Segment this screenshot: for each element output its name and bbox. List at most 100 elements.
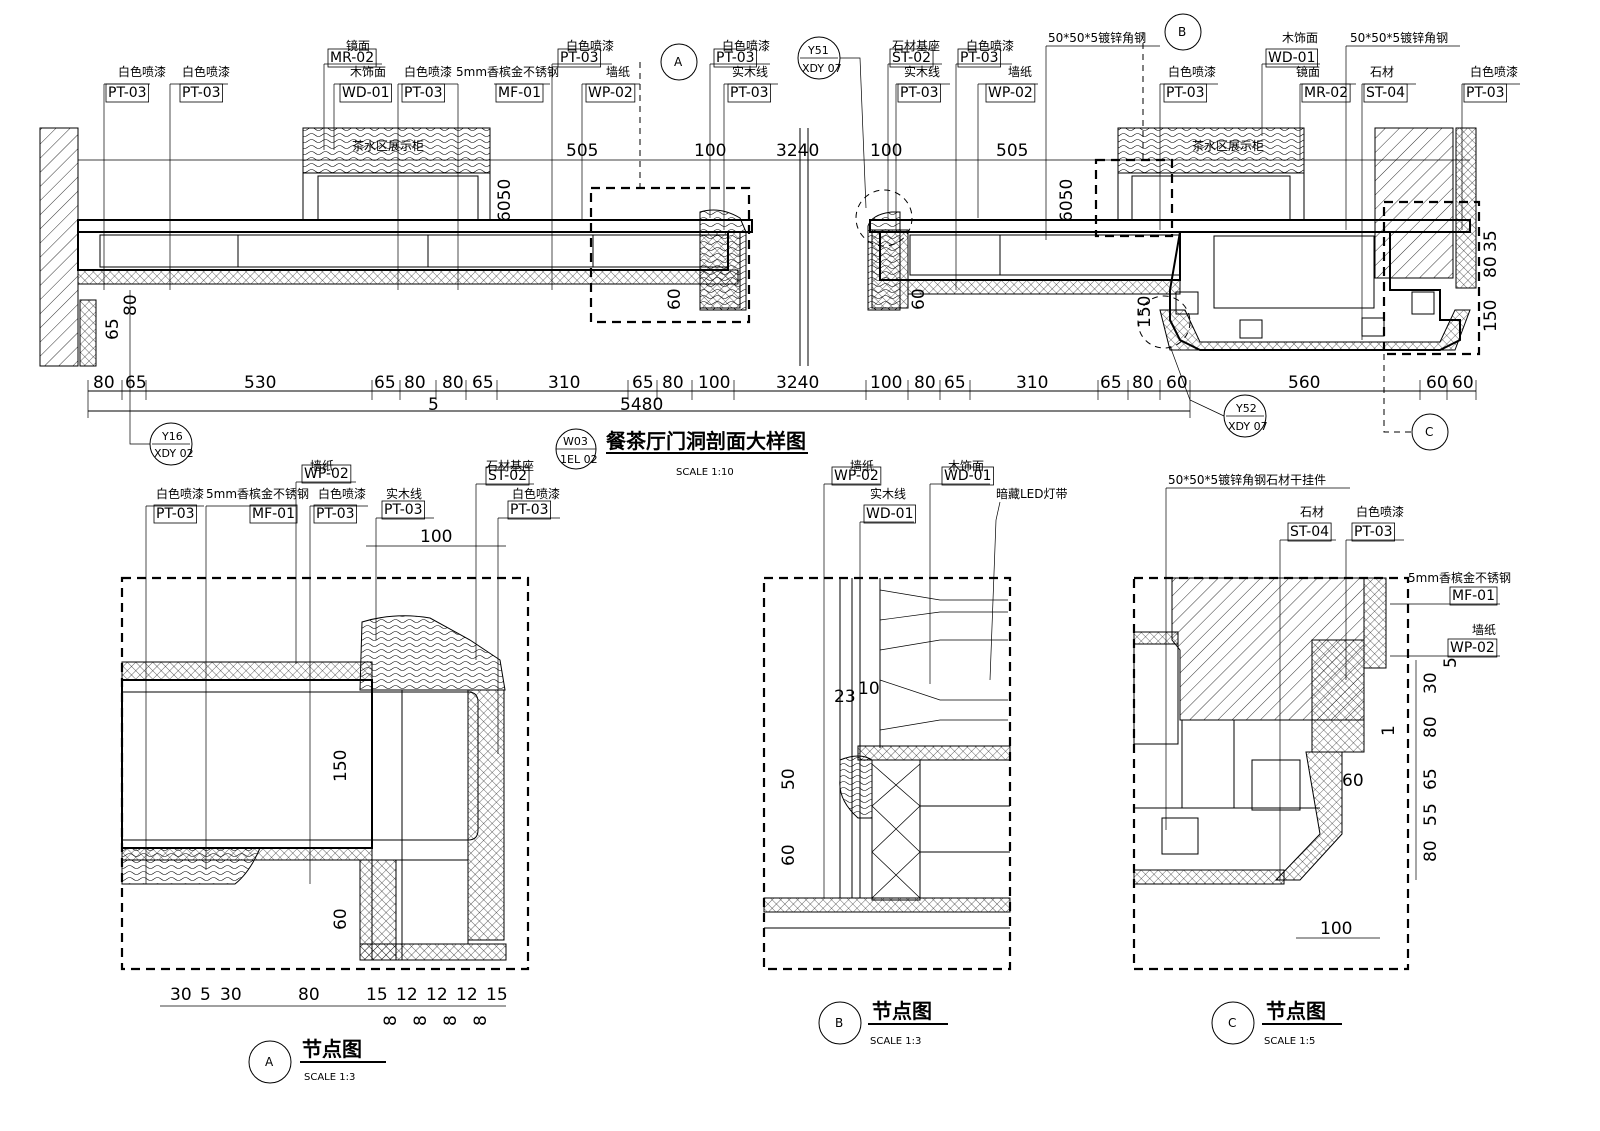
svg-text:ST-04: ST-04 — [1366, 85, 1405, 101]
detail-c-title-block: C 节点图 SCALE 1:5 — [1211, 999, 1342, 1047]
svg-text:PT-03: PT-03 — [716, 50, 755, 66]
svg-text:MF-01: MF-01 — [1452, 588, 1495, 604]
svg-text:MF-01: MF-01 — [498, 85, 541, 101]
material-code-box — [327, 48, 377, 68]
svg-text:PT-03: PT-03 — [182, 85, 221, 101]
callout-y52: Y52 XDY 07 — [1169, 345, 1268, 438]
callout-b-label: B — [1178, 25, 1186, 39]
svg-text:50*50*5镀锌角钢: 50*50*5镀锌角钢 — [1350, 31, 1448, 45]
detail-a-title-block: A 节点图 SCALE 1:3 — [248, 1037, 386, 1084]
side-dim: 80 — [121, 294, 141, 316]
detail-b-dim: 60 — [779, 844, 799, 866]
svg-text:WP-02: WP-02 — [834, 468, 879, 484]
svg-text:墙纸: 墙纸 — [606, 65, 630, 79]
detail-a-bottom-dim: 12 — [396, 985, 418, 1005]
bottom-dim: 560 — [1288, 373, 1320, 393]
detail-c-dim: 5 — [1441, 657, 1461, 668]
right-cabinet — [1117, 127, 1305, 174]
svg-text:PT-03: PT-03 — [108, 85, 147, 101]
bottom-dim: 310 — [1016, 373, 1048, 393]
svg-text:MR-02: MR-02 — [330, 50, 374, 66]
svg-text:5mm香槟金不锈钢: 5mm香槟金不锈钢 — [456, 64, 559, 79]
detail-frame-a — [589, 186, 751, 324]
bottom-dim: 80 — [1132, 373, 1154, 393]
svg-text:石材基座: 石材基座 — [486, 458, 534, 473]
label-b4: 暗藏LED灯带 — [989, 486, 1068, 681]
svg-text:PT-03: PT-03 — [960, 50, 999, 66]
bottom-dim: 65 — [125, 373, 147, 393]
material-code-box — [831, 466, 882, 486]
detail-c-dim: 60 — [1342, 771, 1364, 791]
material-code-box — [1265, 48, 1318, 68]
bottom-dim: 100 — [870, 373, 902, 393]
detail-c-dim: 80 — [1421, 840, 1441, 862]
material-code-box — [485, 466, 530, 486]
material-code-box — [1447, 638, 1498, 658]
svg-text:PT-03: PT-03 — [510, 502, 549, 518]
svg-text:墙纸: 墙纸 — [1472, 623, 1496, 637]
detail-b-title: 节点图 — [872, 999, 932, 1023]
bottom-dim-ticks — [87, 380, 1477, 418]
svg-text:白色喷漆: 白色喷漆 — [1356, 504, 1404, 519]
svg-text:墙纸: 墙纸 — [310, 459, 334, 473]
cabinet-label-right: 茶水区展示柜 — [1192, 138, 1264, 153]
svg-text:白色喷漆: 白色喷漆 — [404, 64, 452, 79]
svg-text:WD-01: WD-01 — [1268, 50, 1316, 66]
detail-b-dim: 23 — [834, 687, 856, 707]
left-wall — [39, 127, 79, 367]
svg-text:50*50*5镀锌角钢: 50*50*5镀锌角钢 — [1048, 31, 1146, 45]
svg-text:XDY 07: XDY 07 — [1228, 420, 1268, 433]
top-dim: 100 — [870, 141, 902, 161]
label-l19: 镜面 MR-02 — [1296, 64, 1356, 160]
bottom-dim: 65 — [944, 373, 966, 393]
svg-text:木饰面: 木饰面 — [948, 459, 984, 473]
svg-text:PT-03: PT-03 — [1466, 85, 1505, 101]
detail-a-dim: 60 — [331, 908, 351, 930]
material-code-box — [1449, 586, 1498, 606]
side-dim: 150 — [1481, 300, 1501, 332]
svg-text:Y16: Y16 — [161, 430, 183, 443]
overall-dim-5: 5 — [428, 395, 439, 415]
svg-text:白色喷漆: 白色喷漆 — [182, 64, 230, 79]
svg-text:木饰面: 木饰面 — [350, 65, 386, 79]
svg-text:MR-02: MR-02 — [1304, 85, 1348, 101]
svg-text:Y52: Y52 — [1235, 402, 1257, 415]
detail-c-dim: 80 — [1421, 716, 1441, 738]
material-code-box — [1351, 522, 1395, 542]
svg-text:PT-03: PT-03 — [404, 85, 443, 101]
material-code-box — [713, 48, 757, 68]
detail-b-frame — [762, 576, 1012, 971]
top-dim: 6050 — [1057, 179, 1077, 222]
svg-text:WD-01: WD-01 — [342, 85, 390, 101]
svg-text:MF-01: MF-01 — [252, 506, 295, 522]
detail-a-bottom-dim: 30 — [220, 985, 242, 1005]
material-code-box — [889, 48, 934, 68]
svg-text:暗藏LED灯带: 暗藏LED灯带 — [996, 486, 1068, 501]
material-code-box — [507, 500, 551, 520]
svg-text:XDY 07: XDY 07 — [802, 62, 842, 75]
detail-b-dim: 10 — [858, 679, 880, 699]
svg-text:镜面: 镜面 — [1296, 64, 1320, 79]
callout-a-label: A — [674, 55, 683, 69]
detail-a-frame — [120, 576, 530, 971]
material-code-box — [153, 504, 197, 524]
svg-text:WP-02: WP-02 — [588, 85, 633, 101]
svg-text:WP-02: WP-02 — [304, 466, 349, 482]
side-dim: 80 — [1481, 256, 1501, 278]
material-code-box — [249, 504, 298, 524]
side-dim: 150 — [1135, 296, 1155, 328]
svg-text:ST-02: ST-02 — [892, 50, 931, 66]
